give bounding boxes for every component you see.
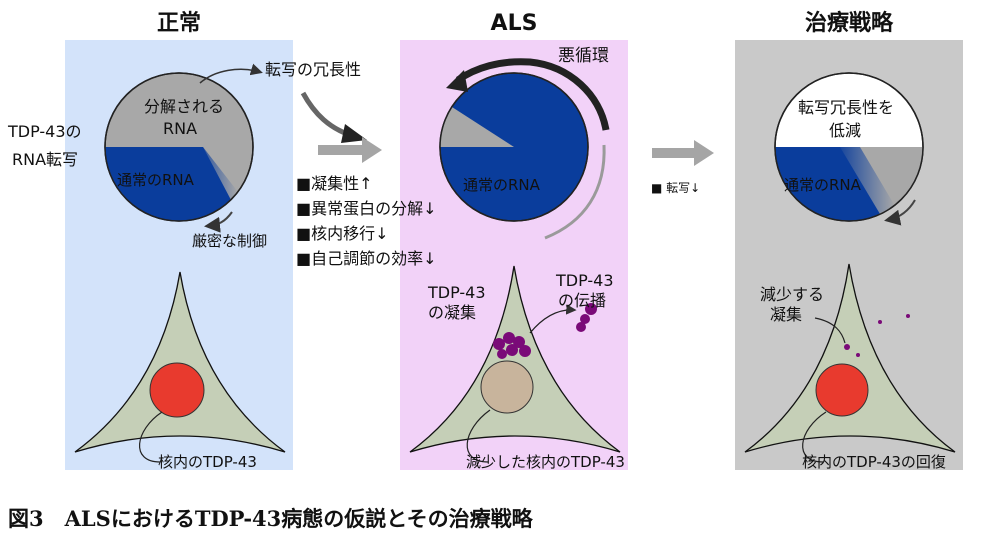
als-rna-pie	[439, 72, 589, 222]
therapy-aggregates	[844, 314, 910, 357]
therapy-nucleus-label: 核内のTDP-43の回復	[802, 453, 946, 471]
therapy-rna-pie	[774, 72, 924, 222]
effect-item-1: ■凝集性↑	[296, 174, 373, 193]
redundancy-curved-arrow	[300, 91, 351, 138]
propagation-arrow	[529, 304, 577, 334]
therapy-control-arrow	[884, 199, 916, 226]
propagation-label: TDP-43	[555, 271, 614, 290]
transcription-down-label: ■ 転写↓	[651, 181, 700, 195]
reduce-redundancy-label-2: 低減	[829, 121, 861, 140]
als-nucleus-label: 減少した核内のTDP-43	[466, 453, 625, 471]
aggregation-label-2: の凝集	[428, 303, 476, 322]
als-to-therapy-arrow	[652, 140, 714, 166]
als-nucleus	[480, 360, 534, 414]
left-label-2: RNA転写	[12, 150, 78, 169]
propagation-label-2: の伝播	[558, 291, 606, 310]
therapy-normal-rna-label: 通常のRNA	[784, 176, 862, 194]
reduced-aggregation-arrow	[814, 317, 846, 344]
normal-rna-label: 通常のRNA	[117, 171, 195, 189]
redundancy-arrow-small	[199, 63, 263, 84]
vicious-cycle-arrow-head	[446, 70, 468, 92]
left-label-1: TDP-43の	[7, 122, 82, 141]
normal-rna-pie	[104, 72, 254, 222]
degraded-rna-label: 分解される	[144, 97, 224, 116]
normal-cell	[74, 271, 286, 463]
tight-control-label: 厳密な制御	[192, 232, 267, 250]
redundancy-label: 転写の冗長性	[265, 60, 361, 79]
redundancy-arrow-head	[341, 124, 367, 143]
als-propagating-aggregates	[576, 303, 597, 332]
normal-nucleus-label: 核内のTDP-43	[158, 453, 257, 471]
effect-item-2: ■異常蛋白の分解↓	[296, 199, 437, 218]
therapy-header: 治療戦略	[805, 10, 894, 36]
normal-header: 正常	[157, 10, 201, 36]
therapy-nucleus	[815, 363, 869, 417]
effect-item-3: ■核内移行↓	[296, 224, 389, 243]
therapy-cell	[744, 263, 956, 463]
als-normal-rna-label: 通常のRNA	[463, 176, 541, 194]
degraded-rna-label-2: RNA	[163, 119, 197, 138]
aggregation-label: TDP-43	[427, 283, 486, 302]
als-cell	[409, 265, 621, 463]
figure-caption: 図3 ALSにおけるTDP-43病態の仮説とその治療戦略	[8, 506, 534, 531]
normal-to-als-arrow	[318, 137, 382, 163]
vicious-cycle-label: 悪循環	[558, 46, 609, 66]
reduced-aggregation-label-2: 凝集	[770, 305, 802, 324]
normal-nucleus	[149, 362, 205, 418]
vicious-cycle-tail	[544, 144, 606, 240]
effect-item-4: ■自己調節の効率↓	[296, 249, 437, 268]
reduced-aggregation-label: 減少する	[760, 285, 824, 304]
vicious-cycle-arc	[455, 58, 610, 131]
als-header: ALS	[491, 11, 538, 36]
tight-control-arrow	[204, 211, 233, 233]
als-aggregates	[493, 332, 531, 359]
reduce-redundancy-label: 転写冗長性を	[798, 98, 894, 117]
